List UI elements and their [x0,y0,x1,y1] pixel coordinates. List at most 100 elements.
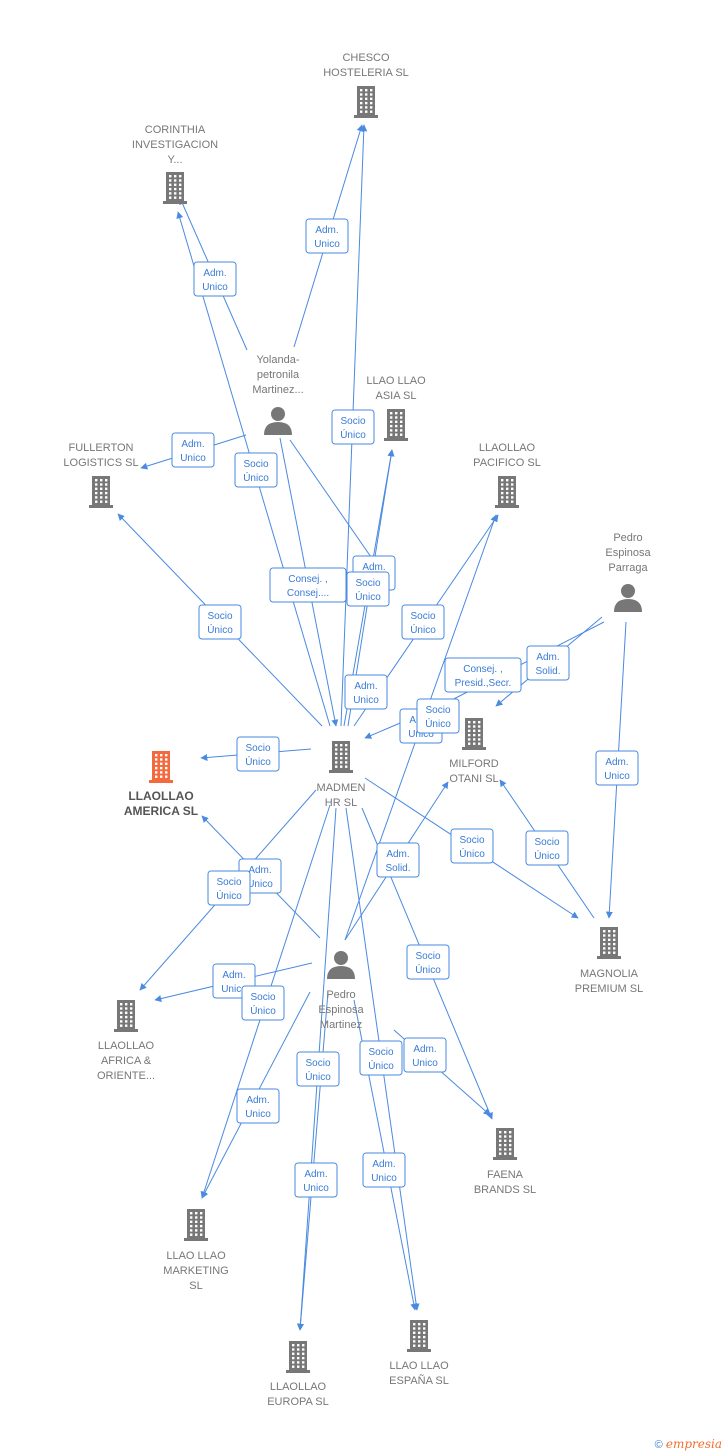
edge-label-box [305,218,349,254]
edge-label-text: Único [425,717,451,730]
edge-role-label[interactable]: Consej. ,Consej.... [269,567,347,603]
company-node-milford[interactable]: MILFORD OTANI SL [449,758,499,785]
company-node-magnolia[interactable]: MAGNOLIA PREMIUM SL [575,968,643,995]
node-label[interactable]: LLAOLLAO [479,442,536,454]
node-label[interactable]: ORIENTE... [97,1070,155,1082]
node-label[interactable]: Pedro [326,989,355,1001]
node-label[interactable]: MAGNOLIA [580,968,639,980]
edge-role-label[interactable]: Consej. ,Presid.,Secr. [444,657,522,693]
edge-label-text: Adm. [413,1044,436,1055]
edge-label-text: Presid.,Secr. [455,678,512,689]
brand-logo[interactable]: empresia [665,1437,722,1451]
company-node-marketing[interactable]: LLAO LLAO MARKETING SL [163,1250,228,1292]
node-label[interactable]: OTANI SL [449,773,498,785]
edge-role-label[interactable]: Adm.Unico [344,674,388,710]
node-label[interactable]: PREMIUM SL [575,983,643,995]
edge-label-text: Adm. [315,225,338,236]
node-label[interactable]: INVESTIGACION [132,139,218,151]
edge-role-label[interactable]: Adm.Unico [236,1088,280,1124]
node-label[interactable]: PACIFICO SL [473,457,541,469]
company-node-corinthia[interactable]: CORINTHIA INVESTIGACION Y... [132,124,218,166]
edge-label-text: Único [305,1070,331,1083]
edge-role-label[interactable]: Adm.Unico [305,218,349,254]
company-node-llaoasia[interactable]: LLAO LLAO ASIA SL [366,375,426,402]
node-label[interactable]: Martinez [320,1019,362,1031]
company-node-espana[interactable]: LLAO LLAO ESPAÑA SL [389,1360,449,1387]
company-node-fullerton[interactable]: FULLERTON LOGISTICS SL [63,442,138,469]
edge-label-box [207,870,251,906]
node-label[interactable]: Pedro [613,532,642,544]
node-label[interactable]: Y... [167,154,182,166]
node-label[interactable]: ASIA SL [376,390,417,402]
company-node-madmen[interactable]: MADMEN HR SL [317,782,366,809]
edge-role-label[interactable]: Adm.Unico [362,1152,406,1188]
node-label[interactable]: LLAO LLAO [166,1250,226,1262]
company-node-chesco[interactable]: CHESCO HOSTELERIA SL [323,52,409,79]
node-label[interactable]: MILFORD [449,758,499,770]
node-label[interactable]: AFRICA & [101,1055,152,1067]
edge-role-label[interactable]: Adm.Unico [403,1037,447,1073]
node-label[interactable]: MADMEN [317,782,366,794]
person-node-yolanda[interactable]: Yolanda-petronilaMartinez... [252,354,303,396]
edge-label-text: Consej. , [288,574,327,585]
node-label[interactable]: Martinez... [252,384,303,396]
node-label[interactable]: FAENA [487,1169,524,1181]
edge-role-label[interactable]: Adm.Unico [595,750,639,786]
edge-label-box [406,944,450,980]
node-label[interactable]: MARKETING [163,1265,228,1277]
node-label[interactable]: LLAO LLAO [389,1360,449,1372]
node-label[interactable]: petronila [257,369,300,381]
company-node-pacifico[interactable]: LLAOLLAO PACIFICO SL [473,442,541,469]
company-node-faena[interactable]: FAENA BRANDS SL [474,1169,536,1196]
node-label[interactable]: CORINTHIA [145,124,206,136]
node-label[interactable]: SL [189,1280,202,1292]
node-label[interactable]: Yolanda- [256,354,299,366]
node-label[interactable]: LLAO LLAO [366,375,426,387]
node-label[interactable]: EUROPA SL [267,1396,329,1408]
edge-label-text: Socio [355,578,380,589]
node-label[interactable]: BRANDS SL [474,1184,536,1196]
node-label[interactable]: Espinosa [605,547,651,559]
node-label[interactable]: Espinosa [318,1004,364,1016]
edge-role-label[interactable]: Adm.Solid. [526,645,570,681]
node-label[interactable]: LLAOLLAO [98,1040,155,1052]
node-label[interactable]: LOGISTICS SL [63,457,138,469]
edge-role-label[interactable]: Adm.Solid. [376,842,420,878]
company-building-icon [89,476,113,508]
node-label[interactable]: ESPAÑA SL [389,1374,449,1387]
edge-label-text: Único [250,1004,276,1017]
edge-role-label[interactable]: Adm.Unico [193,261,237,297]
node-label[interactable]: HR SL [325,797,357,809]
node-label[interactable]: LLAOLLAO [128,789,193,803]
node-label[interactable]: FULLERTON [68,442,133,454]
node-label[interactable]: Parraga [608,562,648,574]
node-label[interactable]: CHESCO [342,52,390,64]
edge-role-label[interactable]: Adm.Unico [171,432,215,468]
node-label[interactable]: LLAOLLAO [270,1381,327,1393]
edge-label-box [269,567,347,603]
company-node-africa[interactable]: LLAOLLAO AFRICA & ORIENTE... [97,1040,155,1082]
company-node-europa[interactable]: LLAOLLAO EUROPA SL [267,1381,329,1408]
footer-brand: © empresia [655,1437,722,1451]
edge-label-box [450,828,494,864]
node-label[interactable]: HOSTELERIA SL [323,67,409,79]
node-label[interactable]: AMERICA SL [124,804,198,818]
edge-role-label[interactable]: Adm.Unico [294,1162,338,1198]
